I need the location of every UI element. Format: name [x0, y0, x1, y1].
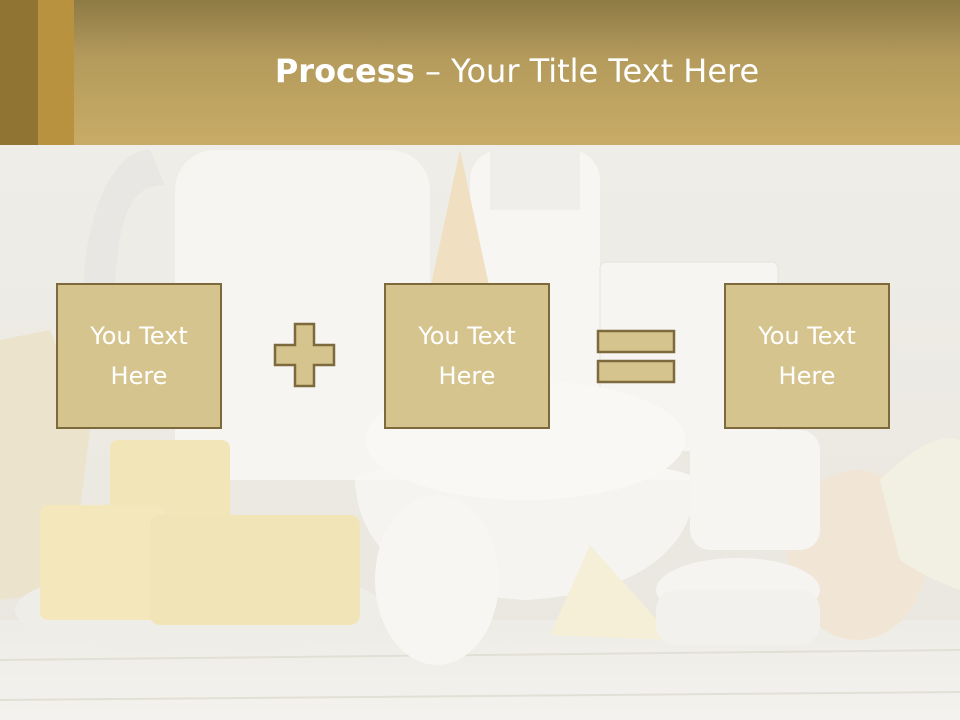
- equals-icon: [596, 329, 676, 384]
- plus-icon: [273, 322, 336, 388]
- process-box-1[interactable]: You Text Here: [56, 283, 222, 429]
- process-box-1-text: You Text Here: [90, 322, 188, 390]
- process-box-3[interactable]: You Text Here: [724, 283, 890, 429]
- process-box-2-text: You Text Here: [418, 322, 516, 390]
- slide-title-rest: – Your Title Text Here: [414, 52, 760, 90]
- banner-accent-mid: [38, 0, 74, 145]
- slide-title-bold: Process: [274, 52, 415, 90]
- process-box-3-text: You Text Here: [758, 322, 856, 390]
- slide-title: Process – Your Title Text Here: [74, 52, 960, 90]
- process-box-2[interactable]: You Text Here: [384, 283, 550, 429]
- banner-accent-dark: [0, 0, 38, 145]
- title-banner: Process – Your Title Text Here: [0, 0, 960, 145]
